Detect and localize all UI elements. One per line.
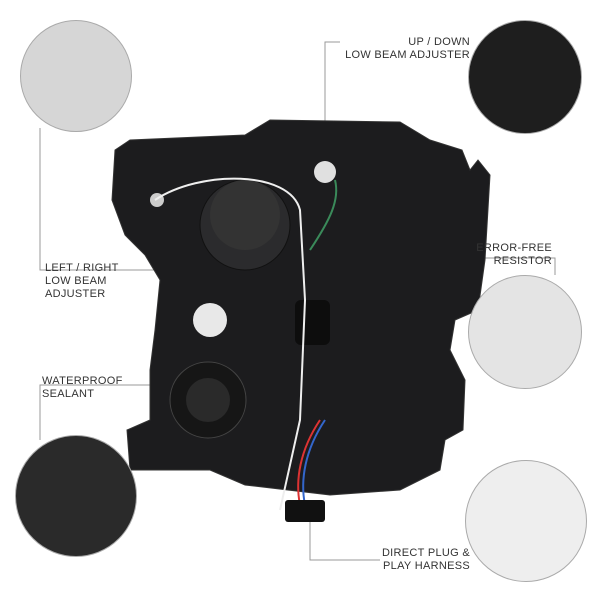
- detail-sealant-circle: [15, 435, 137, 557]
- callout-harness: DIRECT PLUG & PLAY HARNESS: [360, 547, 470, 573]
- detail-updown-adjuster-circle: [468, 20, 582, 134]
- callout-line: PLAY HARNESS: [383, 560, 470, 572]
- detail-resistor-circle: [468, 275, 582, 389]
- callout-up-down-adjuster: UP / DOWN LOW BEAM ADJUSTER: [340, 36, 470, 62]
- callout-left-right-adjuster: LEFT / RIGHT LOW BEAM ADJUSTER: [45, 262, 119, 301]
- callout-line: WATERPROOF: [42, 375, 123, 387]
- callout-line: UP / DOWN: [408, 36, 470, 48]
- callout-line: DIRECT PLUG &: [381, 547, 470, 559]
- callout-sealant: WATERPROOF SEALANT: [42, 375, 123, 401]
- callout-line: LOW BEAM: [45, 275, 107, 287]
- detail-harness-circle: [465, 460, 587, 582]
- headlight-housing: [111, 119, 491, 522]
- callout-line: SEALANT: [42, 388, 95, 400]
- callout-line: ADJUSTER: [45, 288, 106, 300]
- callout-resistor: ERROR-FREE RESISTOR: [450, 242, 552, 268]
- detail-ratchet-circle: [20, 20, 132, 132]
- callout-line: LOW BEAM ADJUSTER: [345, 49, 470, 61]
- callout-line: ERROR-FREE: [476, 242, 552, 254]
- callout-line: RESISTOR: [493, 255, 552, 267]
- callout-line: LEFT / RIGHT: [45, 262, 119, 274]
